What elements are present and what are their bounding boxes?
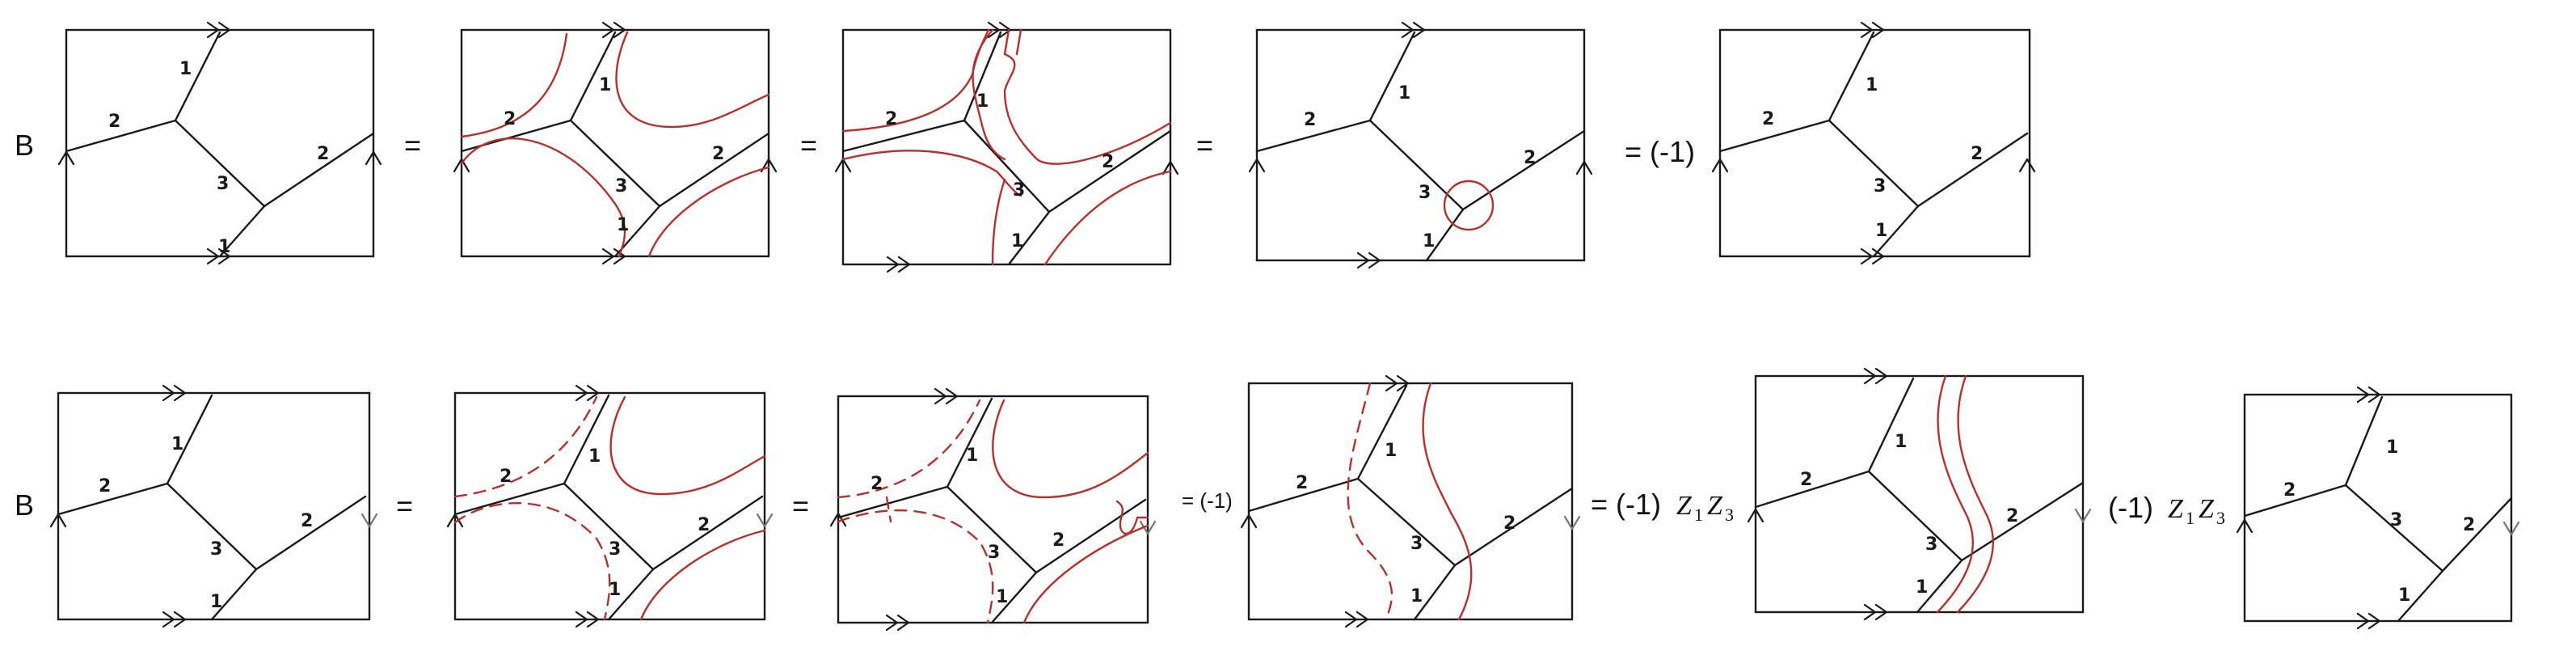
edge-label: 1 [1866, 75, 1878, 95]
z-symbol: Z [1707, 491, 1723, 521]
r2-panel-4: 1 2 3 2 1 [1240, 374, 1581, 628]
edge-label: 1 [1385, 441, 1397, 461]
edge-label: 2 [1800, 470, 1812, 490]
edge-label: 1 [966, 446, 978, 466]
z-subscript: 3 [1725, 505, 1734, 525]
z-subscript: 3 [2216, 508, 2225, 528]
row2-label: B [15, 488, 34, 522]
r2-panel-1: 1 2 3 2 1 [49, 384, 378, 628]
operator: = (-1) [1591, 488, 1661, 521]
edge-label: 1 [588, 446, 601, 467]
edge-label: 2 [500, 467, 512, 487]
z-subscript: 1 [1694, 505, 1703, 525]
edge-label: 3 [615, 176, 627, 196]
edge-label: 1 [171, 434, 183, 454]
edge-label: 2 [2006, 506, 2018, 526]
z-symbol: Z [1676, 491, 1693, 521]
edge-label: 1 [1895, 432, 1907, 452]
edge-label: 2 [2463, 515, 2475, 535]
edge-label: 2 [1524, 148, 1536, 168]
edge-label: 1 [1875, 221, 1887, 241]
z-subscript: 1 [2186, 508, 2194, 528]
edge-label: 1 [609, 580, 621, 600]
edge-label: 2 [1762, 109, 1774, 129]
edge-label: 2 [1971, 144, 1983, 164]
operator-z-factor-2: (-1) Z 1 Z 3 [2108, 491, 2225, 528]
r2-panel-3: 1 2 3 2 1 [829, 387, 1157, 632]
edge-label: 1 [599, 75, 611, 95]
edge-label: 2 [871, 474, 883, 494]
edge-label: 1 [2386, 437, 2398, 458]
edge-label: 2 [1052, 530, 1065, 551]
r1-panel-2: 1 2 3 2 1 [453, 21, 778, 265]
edge-label: 3 [609, 539, 621, 560]
r1-panel-3: 1 2 3 2 1 [834, 21, 1179, 273]
edge-label: 2 [885, 109, 897, 129]
edge-label: 2 [698, 515, 710, 535]
operator: = [1196, 129, 1213, 162]
edge-label: 2 [1503, 513, 1516, 534]
edge-label: 2 [504, 109, 516, 129]
operator: (-1) [2108, 491, 2153, 524]
operator-z-factor: = (-1) Z 1 Z 3 [1591, 488, 1734, 525]
edge-label: 1 [976, 91, 989, 112]
edge-label: 2 [317, 144, 329, 164]
edge-label: 1 [1423, 231, 1435, 251]
operator: = [800, 129, 817, 162]
edge-label: 1 [2398, 585, 2410, 606]
r1-panel-1: 1 2 3 2 1 [57, 21, 382, 265]
edge-label: 1 [1410, 586, 1423, 606]
edge-label: 3 [210, 539, 222, 560]
edge-label: 2 [99, 476, 111, 497]
edge-label: 1 [617, 215, 629, 235]
edge-label: 1 [218, 237, 230, 257]
edge-label: 1 [179, 59, 192, 79]
edge-label: 1 [210, 592, 222, 612]
edge-label: 3 [217, 174, 229, 194]
edge-label: 2 [2283, 480, 2296, 501]
edge-label: 2 [108, 112, 120, 132]
edge-label: 2 [301, 511, 313, 531]
edge-label: 1 [1916, 577, 1928, 598]
r2-panel-2: 1 2 3 2 1 [446, 384, 774, 628]
z-symbol: Z [2199, 494, 2215, 524]
edge-label: 2 [1102, 152, 1114, 172]
edge-label: 3 [988, 543, 1000, 563]
row1-label: B [15, 129, 34, 162]
z-symbol: Z [2168, 494, 2184, 524]
operator: = [792, 489, 809, 522]
operator: = [396, 489, 413, 522]
edge-label: 3 [1013, 180, 1025, 201]
r2-panel-6: 1 2 3 2 1 [2236, 386, 2520, 630]
edge-label: 3 [1874, 176, 1886, 196]
edge-label: 3 [1419, 183, 1431, 203]
edge-label: 1 [996, 587, 1008, 607]
edge-label: 2 [1304, 110, 1316, 130]
operator: = (-1) [1625, 135, 1695, 168]
r2-panel-5: 1 2 3 2 1 [1747, 367, 2092, 621]
edge-label: 3 [1925, 535, 1937, 555]
edge-label: 2 [1296, 473, 1308, 493]
operator: = (-1) [1182, 488, 1233, 513]
edge-label: 3 [1410, 534, 1423, 554]
operator: = [404, 129, 421, 162]
edge-label: 1 [1398, 83, 1410, 104]
r1-panel-4: 1 2 3 2 1 [1248, 21, 1593, 269]
edge-label: 2 [712, 144, 724, 164]
r1-panel-5: 1 2 3 2 1 [1711, 21, 2036, 265]
edge-label: 1 [1011, 231, 1023, 251]
edge-label: 3 [2390, 510, 2402, 530]
